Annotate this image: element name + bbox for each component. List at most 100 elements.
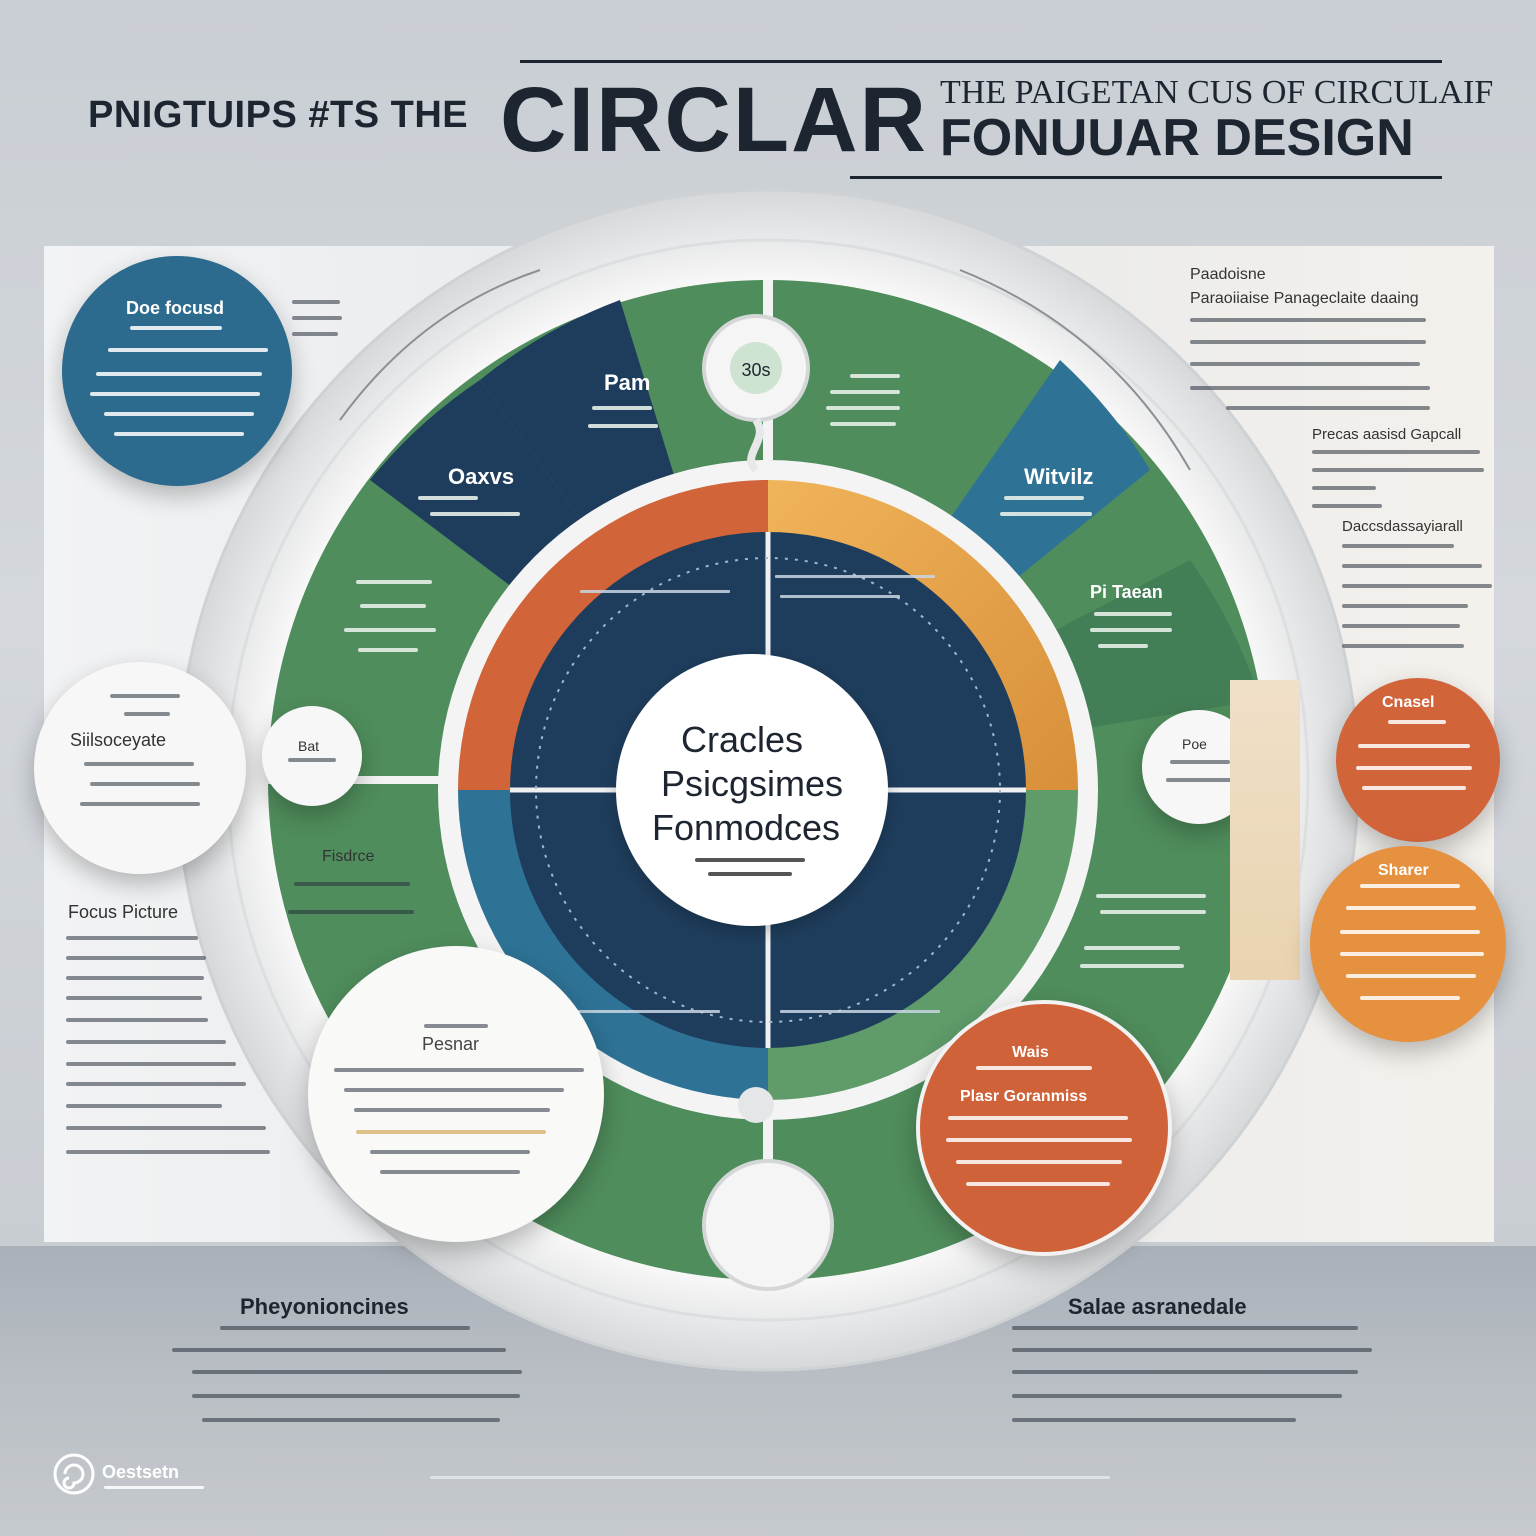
right-top-line [1190,318,1426,322]
left-bottom-bubble-line [344,1088,564,1092]
left-paragraph-line [66,976,204,980]
right-orange-line [1360,996,1460,1000]
right-rust-line [1358,744,1470,748]
left-blue-line [90,392,260,396]
spiral-logo-icon [53,1453,95,1495]
left-blue-line [108,348,268,352]
bottom-rust-line [976,1066,1092,1070]
header-bottom-rule [850,176,1442,179]
footer-left-line [172,1348,506,1352]
bottom-node-top-dot [738,1087,774,1123]
top-node-label: 30s [741,360,770,380]
bottom-rust-bubble-title: Wais [1012,1044,1049,1061]
right-orange-line [1340,930,1480,934]
logo-text: Oestsetn [102,1462,180,1482]
right-low-line [1342,544,1454,548]
right-low-line [1342,584,1492,588]
bottom-rust-bubble-subtitle: Plasr Goranmiss [960,1088,1088,1105]
center-circle [616,654,888,926]
footer-right-line [1012,1326,1358,1330]
right-orange-line [1360,884,1460,888]
right-rust-bubble-title: Cnasel [1382,694,1435,711]
left-bottom-white-bubble [308,946,604,1242]
top-node-core [730,342,782,394]
left-note-line [292,332,338,336]
left-small-bubble-line [288,758,336,762]
left-white-bubble-title: Siilsoceyate [70,730,167,750]
left-blue-line [130,326,222,330]
footer-fine-print [430,1476,1110,1479]
right-low-line [1342,624,1460,628]
footer-right-line [1012,1348,1372,1352]
right-small-bubble-line [1166,778,1232,782]
segment-text-lines [344,374,1206,968]
left-white-line [110,694,180,698]
logo-tagline-line [104,1486,204,1489]
bottom-rust-line [956,1160,1122,1164]
left-paragraph-line [66,1150,270,1154]
right-top-sub: Paraoiiaise Panageclaite daaing [1190,290,1419,307]
right-orange-bubble-title: Sharer [1378,862,1429,879]
left-note-line [292,300,340,304]
left-bottom-bubble-line [370,1150,530,1154]
right-top-line [1190,340,1426,344]
header-right-line-2: FONUUAR DESIGN [940,109,1414,167]
left-paragraph-label: Focus Picture [68,902,179,922]
center-line-2: Psicgsimes [661,763,843,804]
left-blue-bubble-title: Doe focusd [126,298,225,318]
right-rust-line [1356,766,1472,770]
left-small-white-bubble [262,706,362,806]
header-right-line-1: THE PAIGETAN CUS OF CIRCULAIF [940,74,1494,111]
center-line-3: Fonmodces [652,807,840,848]
left-blue-line [104,412,254,416]
left-small-bubble-label: Bat [298,738,320,754]
header-top-rule [520,60,1442,63]
left-white-line [124,712,170,716]
left-bottom-bubble-title: Pesnar [422,1034,480,1054]
right-rust-bubble [1336,678,1500,842]
right-top-line [1226,406,1430,410]
right-mid-line [1312,450,1480,454]
footer-right-line [1012,1418,1296,1422]
ring-sketch-left [339,269,541,421]
right-top-line [1190,362,1420,366]
left-white-line [80,802,200,806]
center-line-1: Cracles [681,719,803,760]
left-white-line [90,782,200,786]
bottom-node [702,1159,834,1291]
left-paragraph-line [66,1018,208,1022]
left-blue-line [96,372,262,376]
header-main-title: CIRCLAR [500,69,928,171]
segment-title-top-left: Oaxvs [448,464,514,489]
footer-right-line [1012,1394,1342,1398]
left-paragraph-line [66,1082,246,1086]
right-low-line [1342,644,1464,648]
center-caption-line-2 [708,872,792,876]
footer-left-line [220,1326,470,1330]
right-top-heading: Paadoisne [1190,266,1266,283]
left-blue-bubble [62,256,292,486]
right-orange-line [1346,906,1476,910]
right-low-line [1342,604,1468,608]
left-bottom-bubble-line [354,1108,550,1112]
bottom-rust-line [966,1182,1110,1186]
left-paragraph-line [66,996,202,1000]
center-caption-line-1 [695,858,805,862]
left-mid-line [288,910,414,914]
bottom-rust-bubble [916,1000,1172,1256]
top-node-connector [747,417,764,473]
left-white-line [84,762,194,766]
footer-right-line [1012,1370,1358,1374]
left-paragraph-line [66,936,198,940]
header-left-title: PNIGTUIPS #TS THE [88,94,469,136]
footer-right-heading: Salae asranedale [1068,1294,1247,1319]
left-mid-label: Fisdrce [322,848,375,865]
segment-title-right: Pi Taean [1090,582,1163,602]
right-rust-line [1362,786,1466,790]
footer-left-line [202,1418,500,1422]
left-mid-line [294,882,410,886]
right-mid-line [1312,486,1376,490]
right-orange-line [1346,974,1476,978]
right-top-line [1190,386,1430,390]
navy-disk-text-lines [560,575,940,1013]
